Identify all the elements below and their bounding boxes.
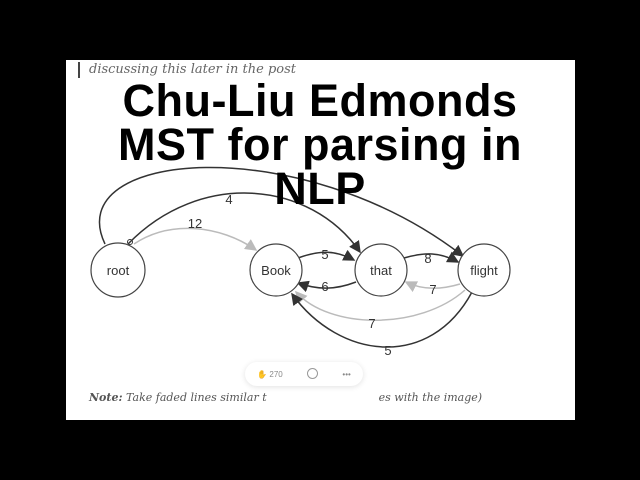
edge-book-that (297, 249, 356, 261)
clap-button[interactable]: ✋ 270 (257, 370, 283, 379)
node-that: that (354, 243, 408, 297)
note-text: Note: Take faded lines similar t es with … (89, 391, 482, 404)
edge-label: 12 (188, 216, 202, 231)
edge-flight-book (291, 291, 473, 348)
blockquote-bar (78, 62, 80, 78)
edge-label: 7 (368, 316, 375, 331)
node-label: root (107, 263, 130, 278)
floating-action-bar: ✋ 270 ••• (245, 362, 363, 386)
edge-label: 6 (321, 279, 328, 294)
edge-label: 5 (321, 247, 328, 262)
node-book: Book (249, 243, 303, 297)
edge-root-that (127, 192, 361, 254)
edge-root-book (133, 227, 258, 251)
edge-flight-that (404, 281, 461, 293)
edge-that-flight (403, 251, 460, 263)
note-start: Take faded lines similar t (126, 391, 267, 404)
edge-label: 4 (225, 192, 232, 207)
clap-icon: ✋ (257, 369, 268, 379)
article-panel (66, 60, 575, 420)
node-label: Book (261, 263, 291, 278)
node-label: flight (470, 263, 498, 278)
edge-flight-book-faded (294, 289, 466, 321)
note-label: Note: (89, 391, 123, 404)
edge-label: 7 (429, 282, 436, 297)
title-line-1: Chu-Liu Edmonds (122, 75, 518, 126)
comment-button[interactable] (307, 367, 319, 381)
clap-count: 270 (269, 369, 283, 379)
node-label: that (370, 263, 392, 278)
faded-text-line: discussing this later in the post (89, 62, 296, 77)
node-root: root (90, 242, 146, 298)
comment-icon (307, 367, 319, 379)
edge-label: 8 (424, 251, 431, 266)
node-flight: flight (457, 243, 511, 297)
title-line-2: MST for parsing in (117, 119, 523, 170)
note-end: es with the image) (378, 391, 483, 404)
edge-root-flight (98, 166, 465, 257)
edge-label: 5 (384, 343, 391, 358)
title-line-3: NLP (274, 163, 366, 214)
more-button[interactable]: ••• (342, 369, 351, 379)
edge-that-book (296, 280, 357, 293)
